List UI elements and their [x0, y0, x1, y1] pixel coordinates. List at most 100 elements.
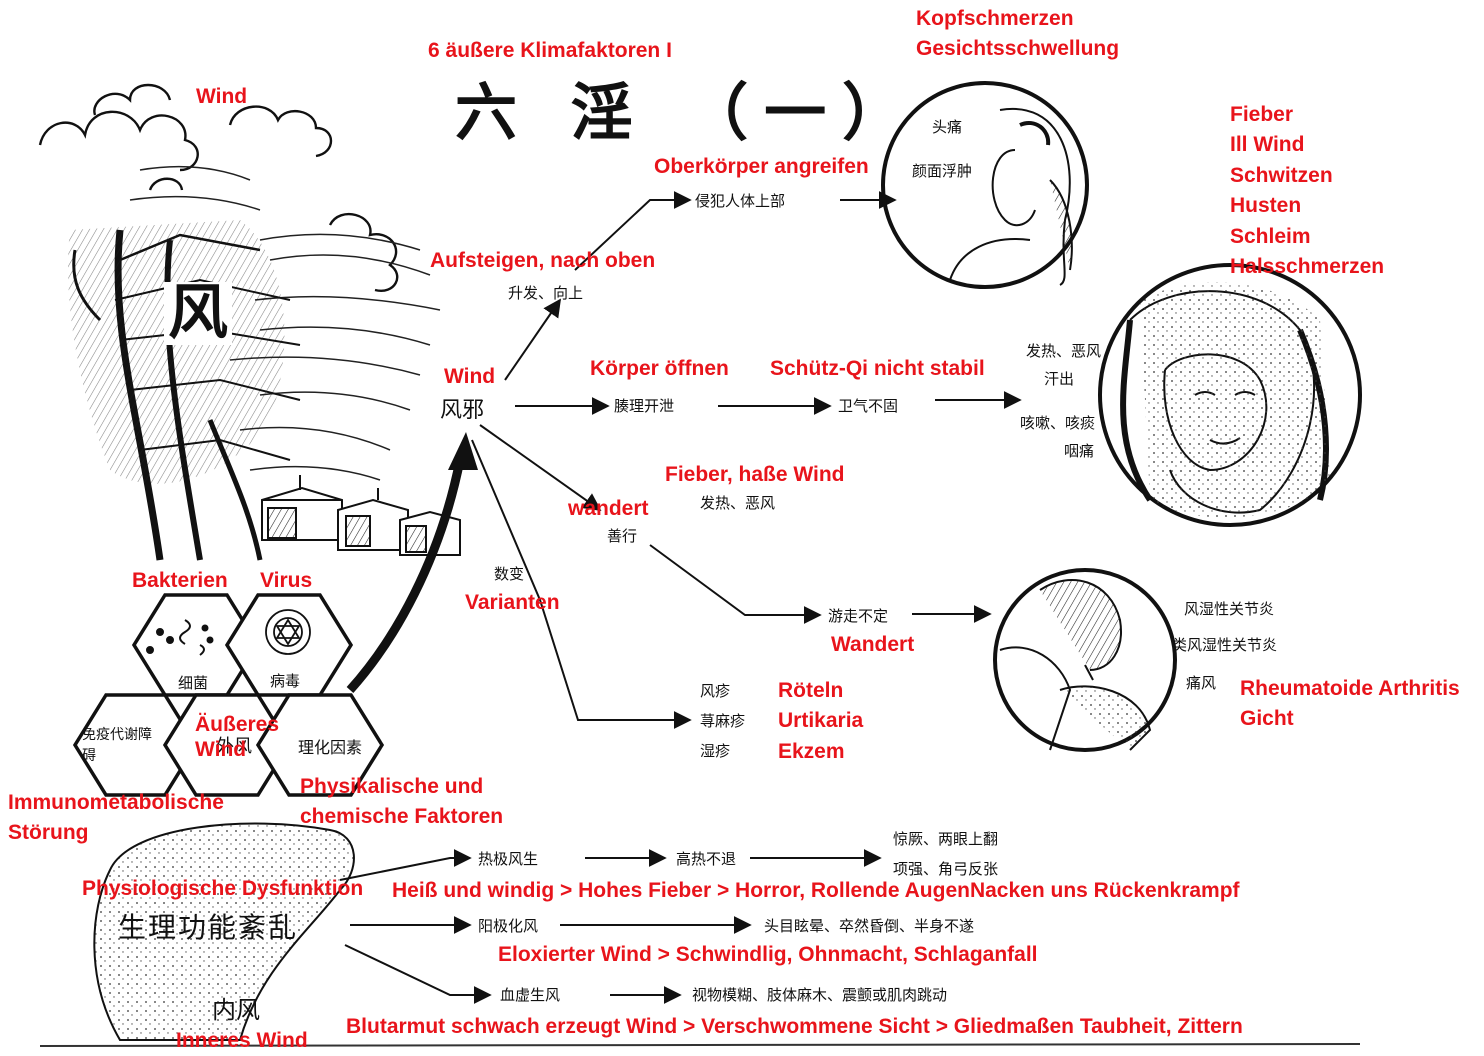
rise-chinese: 升发、向上 [508, 284, 584, 302]
weiqi-german: Schütz-Qi nicht stabil [770, 357, 985, 380]
title-chinese: 六 淫 （一） [455, 76, 921, 149]
upper-chinese: 侵犯人体上部 [695, 192, 786, 210]
arrow-center-to-wander [479, 424, 602, 512]
cold-de-3: Schwitzen [1230, 163, 1333, 187]
wind-character: 风 [164, 282, 232, 345]
external-german: Äußeres Wind [195, 713, 280, 762]
cold-cn-2: 汗出 [1044, 370, 1075, 388]
arrow-rise-to-upper [574, 191, 692, 271]
virus-german: Virus [260, 569, 313, 592]
head-symptom-cn-2: 颜面浮肿 [912, 162, 973, 180]
dysfunction-chinese: 生理功能紊乱 [118, 911, 299, 944]
immune-chinese: 免疫代谢障碍 [82, 727, 152, 764]
cold-de-4: Husten [1230, 194, 1302, 218]
cold-de-6: Halsschmerzen [1230, 255, 1385, 279]
row1-cause: 热极风生 [478, 850, 539, 868]
title-german: 6 äußere Klimafaktoren I [428, 39, 672, 62]
rise-german: Aufsteigen, nach oben [430, 249, 656, 272]
bacteria-chinese: 细菌 [178, 674, 209, 692]
hex-immune [72, 693, 199, 797]
arrow-wander-to-migrate [649, 544, 822, 624]
virus-chinese: 病毒 [270, 672, 301, 690]
cold-de-2: Ill Wind [1230, 133, 1305, 157]
hexagon-cluster [72, 593, 385, 797]
liver-outline [93, 822, 355, 1041]
cold-cn-1: 发热、恶风 [1026, 342, 1102, 360]
joint-de-2: Gicht [1240, 707, 1294, 731]
row1-german: Heiß und windig > Hohes Fieber > Horror,… [392, 879, 1240, 902]
external-wind-arrow [346, 459, 465, 694]
bacteria-drawing [146, 619, 214, 656]
skin-cn-3: 湿疹 [700, 742, 731, 760]
joint-circle [993, 568, 1177, 752]
cold-circle [1098, 263, 1362, 527]
external-chinese: 外风 [216, 736, 252, 757]
cold-symptoms-german: Fieber Ill Wind Schwitzen Husten Schleim… [1230, 100, 1384, 283]
joint-cn-2: 类风湿性关节炎 [1172, 636, 1278, 654]
head-symptom-de-2: Gesichtsschwellung [916, 37, 1120, 61]
migrate-german: Wandert [831, 633, 915, 656]
head-symptom-de-1: Kopfschmerzen [916, 7, 1074, 30]
cold-cn-3: 咳嗽、咳痰 [1020, 414, 1096, 432]
inner-wind-german: Inneres Wind [176, 1029, 308, 1052]
pores-german: Körper öffnen [590, 357, 729, 380]
skin-de-3: Ekzem [778, 739, 845, 763]
joint-cn-3: 痛风 [1186, 674, 1217, 692]
hex-external [162, 693, 292, 797]
fever-chinese: 发热、恶风 [700, 494, 776, 512]
row3-effect: 视物模糊、肢体麻木、震颤或肌肉跳动 [692, 986, 948, 1004]
immune-german: Immunometabolische Störung [8, 791, 224, 845]
head-symptoms-german: Kopfschmerzen Gesichtsschwellung [916, 4, 1119, 65]
cold-de-5: Schleim [1230, 224, 1311, 248]
joint-cn-1: 风湿性关节炎 [1184, 600, 1275, 618]
row1-symptom-b: 项强、角弓反张 [893, 860, 999, 878]
upper-german: Oberkörper angreifen [654, 155, 869, 178]
houses-illustration [261, 475, 461, 556]
tree-foliage [68, 220, 285, 484]
row2-cause: 阳极化风 [478, 917, 539, 935]
skin-german: Röteln Urtikaria Ekzem [778, 676, 863, 767]
wind-label: Wind [196, 85, 248, 108]
row2-effect: 头目眩晕、卒然昏倒、半身不遂 [764, 917, 975, 935]
row3-cause: 血虚生风 [500, 986, 561, 1004]
row2-german: Eloxierter Wind > Schwindlig, Ohnmacht, … [498, 943, 1038, 966]
row3-german: Blutarmut schwach erzeugt Wind > Verschw… [346, 1015, 1243, 1038]
flow-arrows [471, 191, 1022, 729]
center-chinese: 风邪 [440, 398, 485, 423]
cold-figure [1120, 282, 1330, 518]
inner-wind-chinese: 内风 [212, 996, 260, 1024]
variants-german: Varianten [465, 591, 560, 614]
physchem-chinese: 理化因素 [298, 738, 363, 757]
virus-drawing [265, 609, 311, 655]
variants-chinese: 数变 [494, 565, 525, 583]
hex-physchem [255, 693, 385, 797]
bacteria-german: Bakterien [132, 569, 228, 592]
row1-effect: 高热不退 [676, 850, 737, 868]
skin-de-2: Urtikaria [778, 709, 864, 733]
skin-cn-2: 荨麻疹 [700, 712, 746, 730]
row1-symptom-a: 惊厥、两眼上翻 [893, 830, 999, 848]
arrow-center-to-skin [471, 439, 692, 729]
arrow-center-to-rise [504, 298, 562, 381]
skin-de-1: Röteln [778, 679, 844, 702]
joint-de-1: Rheumatoide Arthritis [1240, 677, 1460, 700]
fever-german: Fieber, haße Wind [665, 463, 845, 486]
head-circle [881, 81, 1089, 289]
skin-cn-1: 风疹 [700, 682, 731, 700]
cloud-illustration [38, 83, 399, 292]
bottom-rule [39, 1043, 1361, 1047]
joint-figure [999, 579, 1152, 751]
cold-cn-4: 咽痛 [1064, 442, 1095, 460]
head-symptom-cn-1: 头痛 [932, 118, 963, 136]
physchem-german: Physikalische und chemische Faktoren [300, 775, 504, 829]
wander-german: wandert [568, 497, 649, 520]
cold-de-1: Fieber [1230, 103, 1294, 126]
center-german: Wind [444, 365, 496, 388]
migrate-chinese: 游走不定 [828, 607, 889, 625]
skin-chinese: 风疹 荨麻疹 湿疹 [700, 676, 745, 766]
joint-german: Rheumatoide Arthritis Gicht [1240, 674, 1460, 735]
wander-chinese: 善行 [607, 527, 638, 545]
pores-chinese: 腠理开泄 [614, 397, 675, 415]
dysfunction-german: Physiologische Dysfunktion [82, 877, 364, 900]
